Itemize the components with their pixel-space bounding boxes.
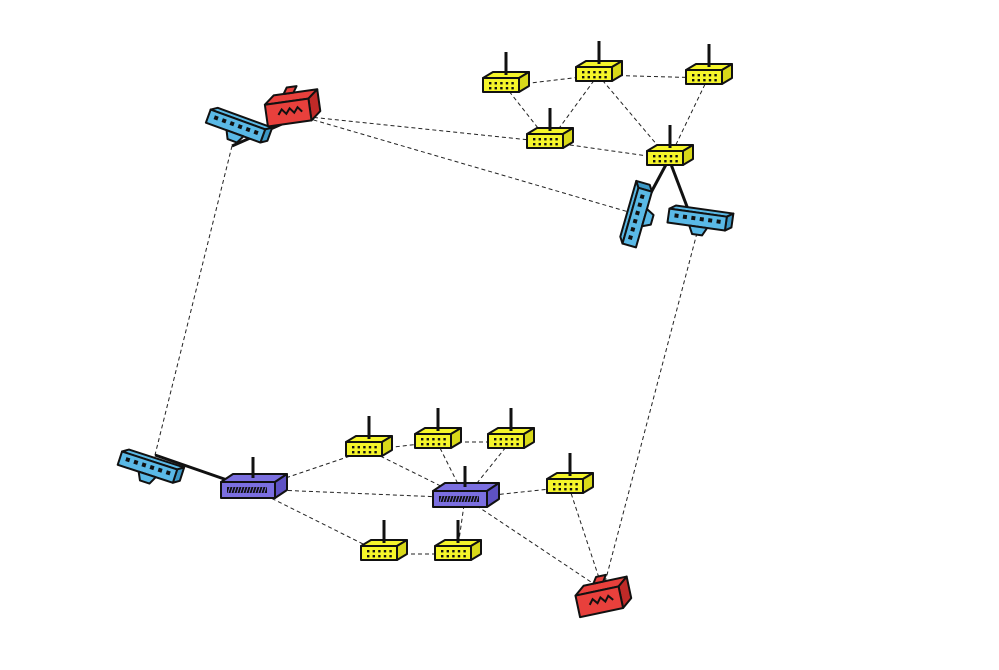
wireless-router-icon bbox=[434, 520, 482, 561]
wireless-router-icon bbox=[526, 108, 574, 149]
mr-t2-node[interactable] bbox=[575, 41, 623, 82]
wireless-router-icon bbox=[414, 408, 462, 449]
wireless-router-icon bbox=[575, 41, 623, 82]
mr-t3-node[interactable] bbox=[685, 44, 733, 85]
switch-icon bbox=[116, 448, 186, 485]
link-mr-t3-mr-t5 bbox=[668, 77, 709, 160]
mr-b4-node[interactable] bbox=[546, 453, 594, 494]
wireless-router-icon bbox=[546, 453, 594, 494]
switch-icon bbox=[619, 179, 655, 249]
switch-icon bbox=[204, 106, 274, 144]
link-gw-2-fw-bottom bbox=[464, 497, 604, 591]
router-icon bbox=[220, 457, 288, 499]
link-fw-top-sw-r1 bbox=[299, 115, 640, 216]
mr-t1-node[interactable] bbox=[482, 52, 530, 93]
fw-bottom-node[interactable] bbox=[573, 571, 633, 619]
firewall-icon bbox=[574, 573, 633, 619]
fw-top-node[interactable] bbox=[263, 83, 322, 128]
links-layer bbox=[154, 74, 709, 591]
sw-top-node[interactable] bbox=[203, 106, 274, 152]
link-sw-top-sw-bl bbox=[154, 145, 233, 456]
switch-icon bbox=[666, 204, 735, 237]
mr-t4-node[interactable] bbox=[526, 108, 574, 149]
gw-2-node[interactable] bbox=[432, 466, 500, 508]
link-sw-r2-fw-bottom bbox=[602, 232, 698, 591]
link-mr-b4-fw-bottom bbox=[568, 486, 604, 591]
wireless-router-icon bbox=[360, 520, 408, 561]
nodes-layer bbox=[115, 41, 735, 619]
mr-b6-node[interactable] bbox=[434, 520, 482, 561]
sw-bl-node[interactable] bbox=[115, 448, 186, 493]
sw-r2-node[interactable] bbox=[666, 204, 735, 240]
firewall-icon bbox=[263, 85, 322, 128]
wireless-router-icon bbox=[487, 408, 535, 449]
link-gw-1-mr-b5 bbox=[252, 488, 384, 555]
wireless-router-icon bbox=[685, 44, 733, 85]
gw-1-node[interactable] bbox=[220, 457, 288, 499]
link-gw-1-gw-2 bbox=[252, 488, 466, 499]
wireless-router-icon bbox=[482, 52, 530, 93]
mr-b3-node[interactable] bbox=[487, 408, 535, 449]
mr-b1-node[interactable] bbox=[345, 416, 393, 457]
mr-t5-node[interactable] bbox=[646, 125, 694, 166]
mr-b5-node[interactable] bbox=[360, 520, 408, 561]
wireless-router-icon bbox=[646, 125, 694, 166]
router-icon bbox=[432, 466, 500, 508]
wireless-router-icon bbox=[345, 416, 393, 457]
mr-b2-node[interactable] bbox=[414, 408, 462, 449]
sw-r1-node[interactable] bbox=[619, 179, 662, 250]
link-fw-top-mr-t4 bbox=[299, 115, 550, 143]
